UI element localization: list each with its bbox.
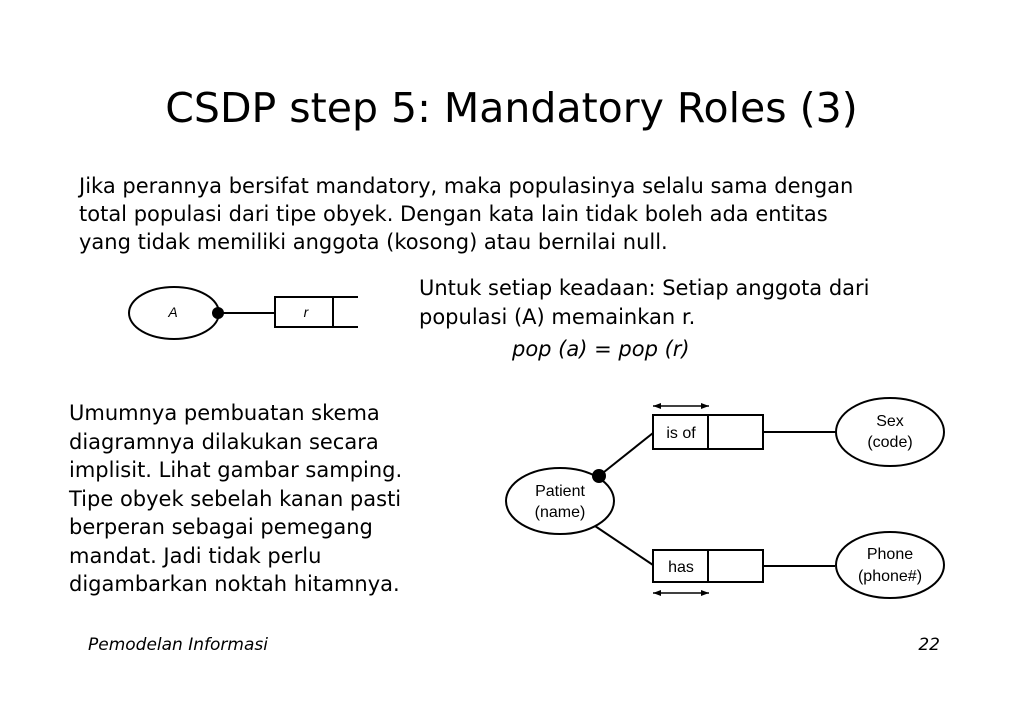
intro-paragraph: Jika perannya bersifat mandatory, maka p… [79, 172, 979, 256]
role-box-r [274, 296, 358, 328]
implicit-line: mandat. Jadi tidak perlu [69, 543, 322, 568]
arrowhead-right [701, 590, 709, 596]
slide-title: CSDP step 5: Mandatory Roles (3) [165, 84, 858, 132]
patient-label: Patient [535, 483, 585, 500]
role-has-label: has [668, 559, 694, 576]
phone-label: Phone [867, 546, 913, 563]
phone-ellipse [835, 531, 945, 599]
patient-ellipse [505, 467, 615, 535]
population-formula: pop (a) = pop (r) [512, 337, 690, 361]
implicit-line: digambarkan noktah hitamnya. [69, 572, 400, 596]
intro-line: Jika perannya bersifat mandatory, maka p… [79, 174, 854, 198]
implicit-line: diagramnya dilakukan secara [69, 429, 379, 454]
implicit-line: berperan sebagai pemegang [69, 515, 373, 539]
role-is-of-label: is of [666, 425, 696, 442]
simple-mandatory-diagram: A r [128, 286, 358, 340]
patient-schema-diagram: Patient (name) is of Sex (code) has Phon… [505, 397, 945, 599]
intro-line: total populasi dari tipe obyek. Dengan k… [79, 202, 828, 226]
arrowhead-left [653, 590, 661, 596]
sex-ellipse [835, 397, 945, 467]
intro-line: yang tidak memiliki anggota (kosong) ata… [79, 230, 668, 254]
rule-line: populasi (A) memainkan r. [419, 305, 696, 329]
footer-course-name: Pemodelan Informasi [88, 635, 268, 655]
arrowhead-left [653, 403, 661, 409]
implicit-line: Tipe obyek sebelah kanan pasti [69, 486, 402, 511]
implicit-line: Umumnya pembuatan skema [69, 401, 380, 425]
footer-page-number: 22 [918, 635, 940, 655]
role-r-label: r [304, 304, 310, 320]
sex-refmode-label: (code) [867, 434, 912, 451]
rule-paragraph: Untuk setiap keadaan: Setiap anggota dar… [419, 274, 979, 332]
patient-refmode-label: (name) [535, 504, 586, 521]
arrowhead-right [701, 403, 709, 409]
sex-label: Sex [876, 413, 904, 430]
implicit-line: implisit. Lihat gambar samping. [69, 458, 403, 482]
connector-has [594, 525, 654, 566]
implicit-paragraph: Umumnya pembuatan skema diagramnya dilak… [69, 399, 469, 599]
rule-line: Untuk setiap keadaan: Setiap anggota dar… [419, 276, 870, 300]
connector-is-of [598, 432, 654, 477]
entity-a-label: A [167, 304, 177, 320]
phone-refmode-label: (phone#) [858, 568, 922, 585]
